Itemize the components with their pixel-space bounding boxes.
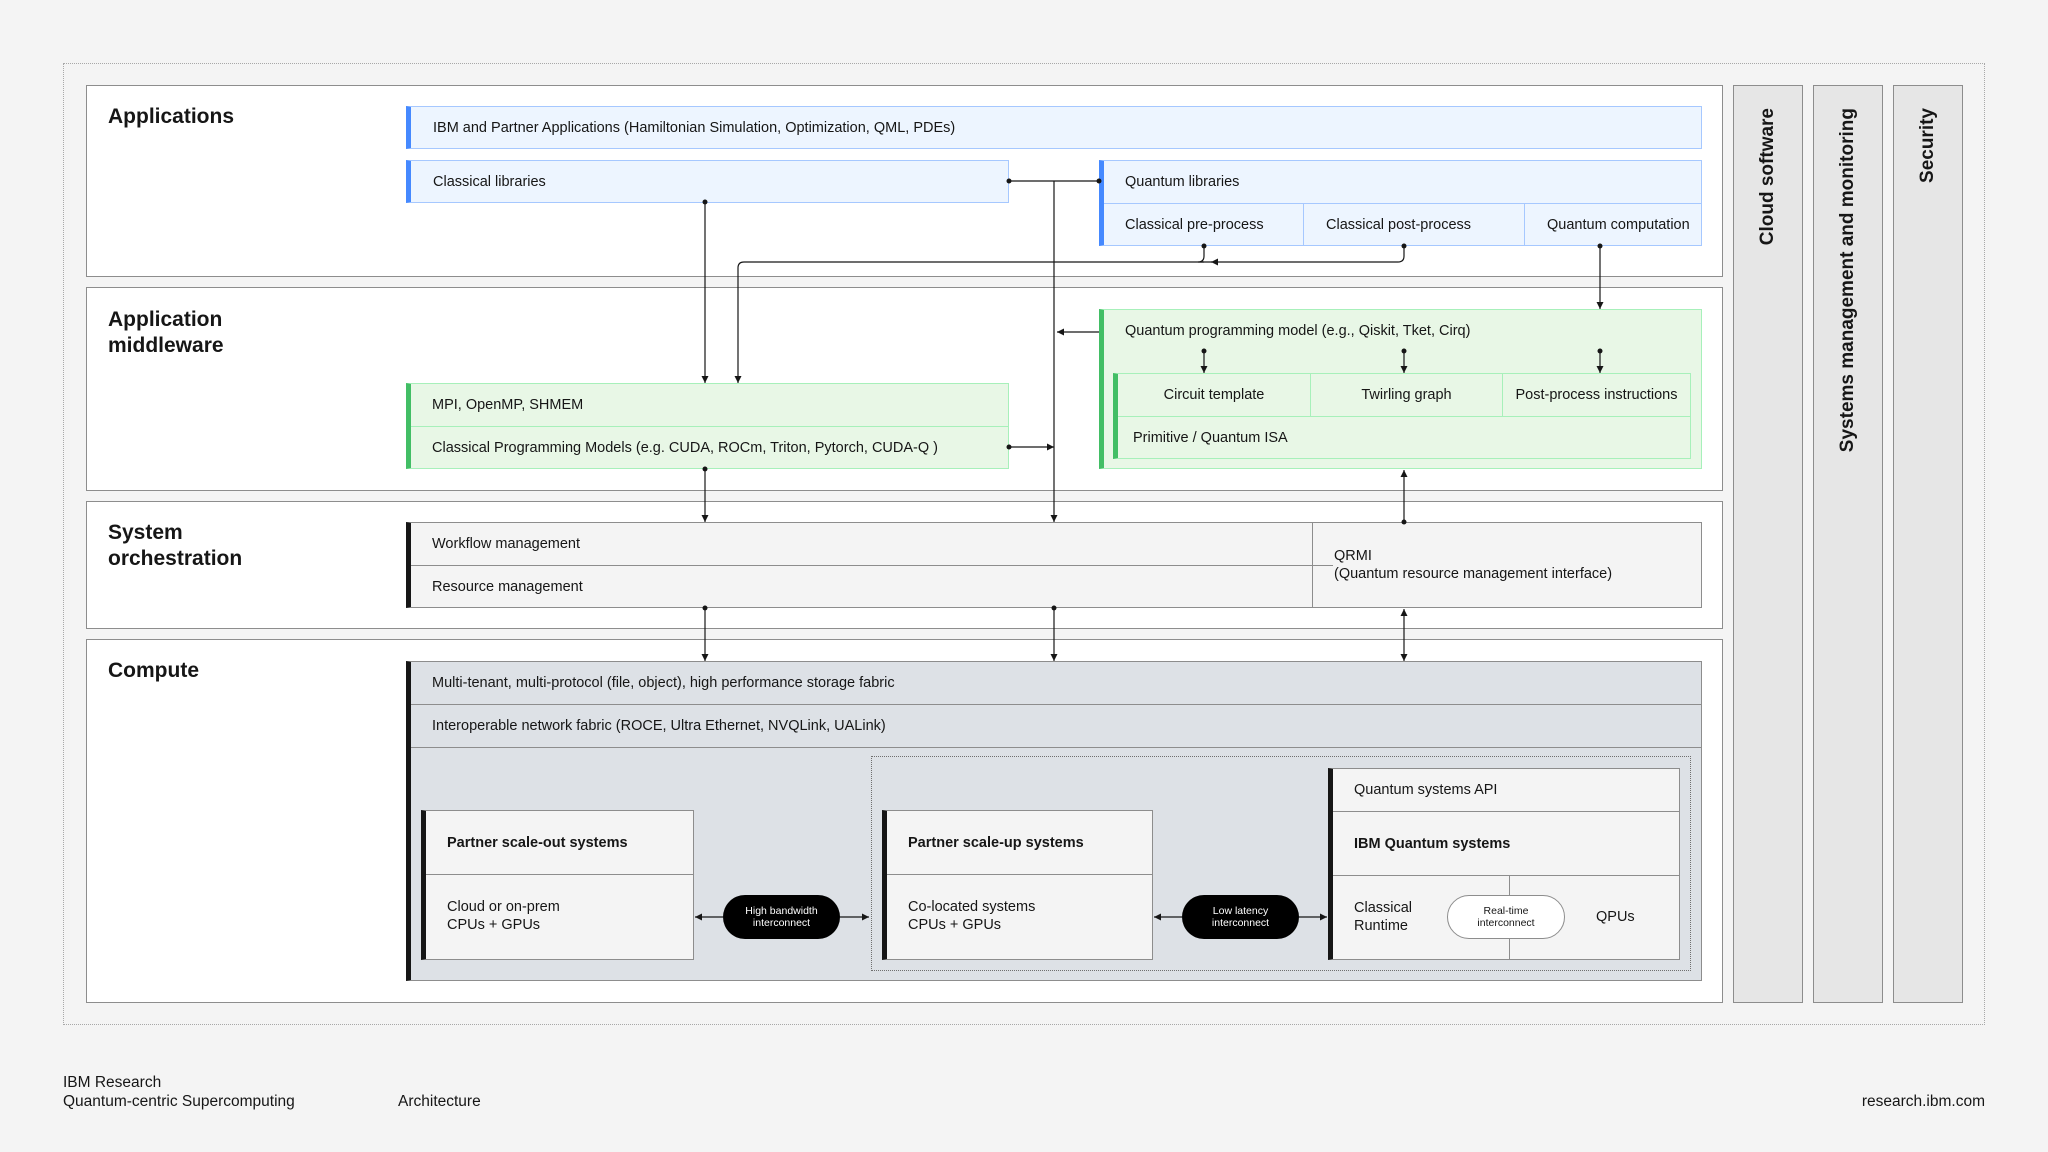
classical-preprocess-cell: Classical pre-process [1104,204,1304,245]
mpi-label: MPI, OpenMP, SHMEM [432,397,584,413]
classical-postprocess-cell: Classical post-process [1304,204,1525,245]
classical-runtime-line2: Runtime [1354,918,1408,934]
quantum-computation-cell: Quantum computation [1525,204,1701,245]
ibm-quantum-systems-title: IBM Quantum systems [1354,835,1511,852]
compute-title: Compute [108,659,199,682]
classical-preprocess-label: Classical pre-process [1125,216,1264,233]
footer-topic: Architecture [398,1093,481,1110]
orchestration-title-line2: orchestration [108,547,243,570]
qrmi-description: (Quantum resource management interface) [1334,566,1613,582]
orchestration-title: System orchestration [108,520,242,572]
circuit-template-label: Circuit template [1163,387,1265,403]
classical-middleware-box: MPI, OpenMP, SHMEM Classical Programming… [406,383,1009,469]
post-process-connector [1211,246,1405,266]
scale-up-hardware: CPUs + GPUs [908,917,1002,933]
low-latency-line2: interconnect [1211,917,1270,929]
pre-process-connector [1197,246,1212,263]
middleware-title-line2: middleware [108,334,224,357]
quantum-systems-api-label: Quantum systems API [1354,782,1498,798]
post-process-instructions-label: Post-process instructions [1515,387,1678,403]
middleware-title-line1: Application [108,308,223,331]
high-bandwidth-line1: High bandwidth [745,905,818,917]
orchestration-box: Workflow management Resource management … [406,522,1702,608]
scale-out-systems-box: Partner scale-out systems Cloud or on-pr… [421,810,694,960]
primitive-isa-label: Primitive / Quantum ISA [1133,429,1288,446]
qpus-label: QPUs [1596,909,1635,925]
scale-up-systems-box: Partner scale-up systems Co-located syst… [882,810,1153,960]
scale-out-hardware: CPUs + GPUs [447,917,541,933]
footer-org-name: IBM Research [63,1074,162,1091]
network-fabric-row: Interoperable network fabric (ROCE, Ultr… [411,705,1701,748]
quantum-libraries-label: Quantum libraries [1125,174,1240,190]
post-process-instructions-cell: Post-process instructions [1503,374,1690,416]
classical-postprocess-label: Classical post-process [1326,216,1472,233]
classical-programming-models-label: Classical Programming Models (e.g. CUDA,… [432,439,938,456]
storage-fabric-row: Multi-tenant, multi-protocol (file, obje… [411,662,1701,705]
diagram-frame [63,63,1985,1025]
scale-out-title: Partner scale-out systems [447,834,628,851]
systems-management-bar: Systems management and monitoring [1813,85,1883,1003]
scale-out-location: Cloud or on-prem [447,899,560,915]
twirling-graph-cell: Twirling graph [1311,374,1503,416]
applications-title: Applications [108,105,235,128]
partner-applications-box: IBM and Partner Applications (Hamiltonia… [406,106,1702,149]
circuit-template-cell: Circuit template [1118,374,1311,416]
storage-fabric-label: Multi-tenant, multi-protocol (file, obje… [432,675,895,691]
footer-program: Quantum-centric Supercomputing [63,1093,295,1110]
quantum-isa-box: Circuit template Twirling graph Post-pro… [1113,373,1691,459]
classical-runtime-line1: Classical [1354,900,1413,916]
colocated-group-frame [871,756,1691,971]
middleware-title: Application middleware [108,307,224,359]
realtime-line1: Real-time [1483,905,1529,917]
orchestration-title-line1: System [108,521,183,544]
resource-management-cell: Resource management [411,566,1333,607]
preprocess-to-mpi-arrow [734,261,1204,383]
classical-libraries-box: Classical libraries [406,160,1009,203]
partner-applications-label: IBM and Partner Applications (Hamiltonia… [433,119,956,136]
classical-libraries-label: Classical libraries [433,173,546,190]
resource-management-label: Resource management [432,578,583,595]
scale-up-title: Partner scale-up systems [908,834,1084,851]
workflow-management-label: Workflow management [432,536,581,552]
low-latency-line1: Low latency [1212,905,1269,917]
scale-up-location: Co-located systems [908,899,1036,915]
footer-url[interactable]: research.ibm.com [1861,1093,1985,1110]
workflow-management-cell: Workflow management [411,523,1333,566]
twirling-graph-label: Twirling graph [1361,387,1452,403]
high-bandwidth-line2: interconnect [752,917,811,929]
cloud-software-bar: Cloud software [1733,85,1803,1003]
qrmi-cell: QRMI (Quantum resource management interf… [1312,523,1701,607]
footer-org: IBM Research Quantum-centric Supercomput… [63,1073,295,1111]
quantum-computation-label: Quantum computation [1547,216,1690,233]
quantum-programming-model-label: Quantum programming model (e.g., Qiskit,… [1125,323,1471,339]
security-bar: Security [1893,85,1963,1003]
realtime-line2: interconnect [1477,917,1535,929]
network-fabric-label: Interoperable network fabric (ROCE, Ultr… [432,718,886,734]
qrmi-label: QRMI [1334,548,1372,564]
quantum-libraries-box: Quantum libraries Classical pre-process … [1099,160,1702,246]
